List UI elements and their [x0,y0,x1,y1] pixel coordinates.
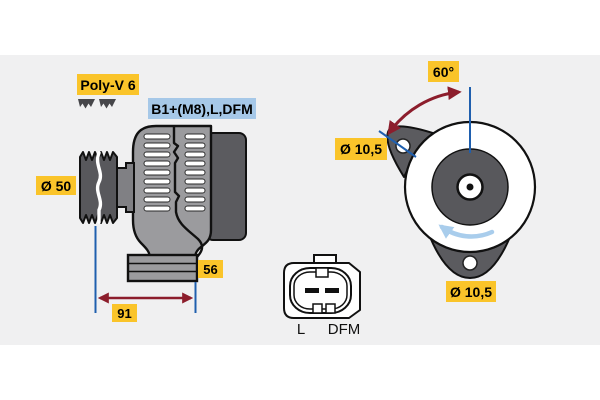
connector-pins [305,288,339,293]
mounting-hole-bottom [462,255,478,271]
length-label: 91 [112,304,137,322]
hole-reference-line [378,130,417,158]
alternator-housing [131,124,213,260]
connector-drawing [283,254,361,319]
side-view-drawing [78,99,247,313]
shaft-hub [116,162,135,213]
vent-slots-front [143,133,171,212]
vent-slots-rear [184,133,206,212]
terminal-label: B1+(M8),L,DFM [148,98,256,119]
pulley-diameter-label: Ø 50 [36,176,76,195]
hole-diameter-label-bottom: Ø 10,5 [446,281,496,302]
belt-type-label: Poly-V 6 [77,74,139,95]
mount-angle-label: 60° [428,61,459,82]
pulley-break-line [95,151,103,224]
connector-pin-label-dfm: DFM [327,320,361,338]
hole-diameter-label-top: Ø 10,5 [335,138,387,160]
connector-key-bottom-right [325,303,336,314]
connector-pin-label-l: L [296,320,306,338]
angle-arc-arrow [387,86,462,136]
shaft-center-dot [466,183,474,191]
belt-profile-icon [78,99,116,109]
rotation-arrow-icon [438,224,495,239]
connector-key-bottom-left [312,303,323,314]
rear-view-drawing [378,86,537,279]
connector-key-top [315,267,329,278]
housing-joint-seam [172,125,204,260]
mounting-foot [126,253,199,283]
foot-width-label: 56 [198,260,223,278]
connector-body [283,262,361,319]
pin-l [305,288,319,293]
pin-dfm [325,288,339,293]
dimension-lines-side [94,226,197,313]
